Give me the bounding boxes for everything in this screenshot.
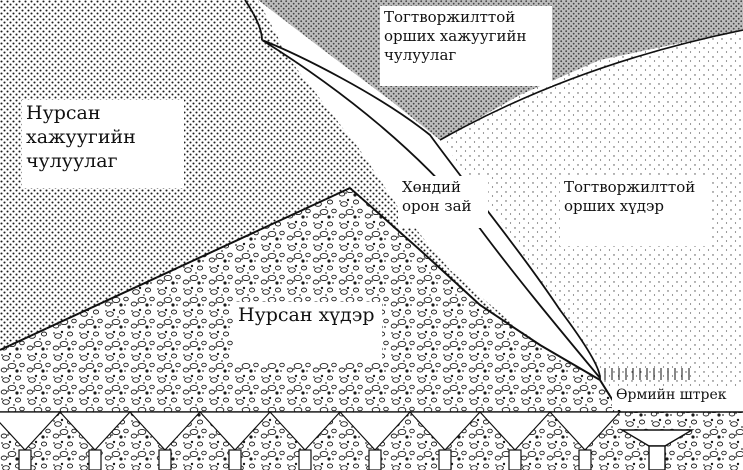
label-line: Өрмийн штрек <box>616 387 739 405</box>
label-caved-overburden: Нурсан хажуугийн чулуулаг <box>22 100 184 188</box>
label-line: Тогтворжилттой <box>564 178 708 197</box>
drawpoint-shaft <box>299 450 311 470</box>
drawpoint-shaft <box>509 450 521 470</box>
label-undercut-drift: Өрмийн штрек <box>612 386 743 410</box>
label-line: Нурсан <box>26 102 180 126</box>
drawpoint-shaft <box>89 450 101 470</box>
label-line: Хөндий <box>402 178 484 197</box>
label-line: Тогтворжилттой <box>384 8 548 27</box>
label-line: орших хүдэр <box>564 197 708 216</box>
drawpoint-shaft <box>229 450 241 470</box>
drawpoint-shaft <box>579 450 591 470</box>
label-line: Нурсан хүдэр <box>238 304 378 328</box>
label-line: хажуугийн <box>26 126 180 150</box>
label-stable-overburden: Тогтворжилттой орших хажуугийн чулуулаг <box>380 6 552 86</box>
drawpoint-shaft <box>19 450 31 470</box>
label-line: орон зай <box>402 197 484 216</box>
drawpoint-shaft <box>369 450 381 470</box>
label-line: чулуулаг <box>384 46 548 65</box>
label-void-space: Хөндий орон зай <box>398 176 488 228</box>
label-line: чулуулаг <box>26 150 180 174</box>
drawpoint-shaft <box>439 450 451 470</box>
label-line: орших хажуугийн <box>384 27 548 46</box>
label-caved-ore: Нурсан хүдэр <box>234 302 382 362</box>
label-stable-ore: Тогтворжилттой орших хүдэр <box>560 176 712 246</box>
drawpoint-shaft <box>159 450 171 470</box>
undercut-drift-shaft <box>649 446 665 470</box>
